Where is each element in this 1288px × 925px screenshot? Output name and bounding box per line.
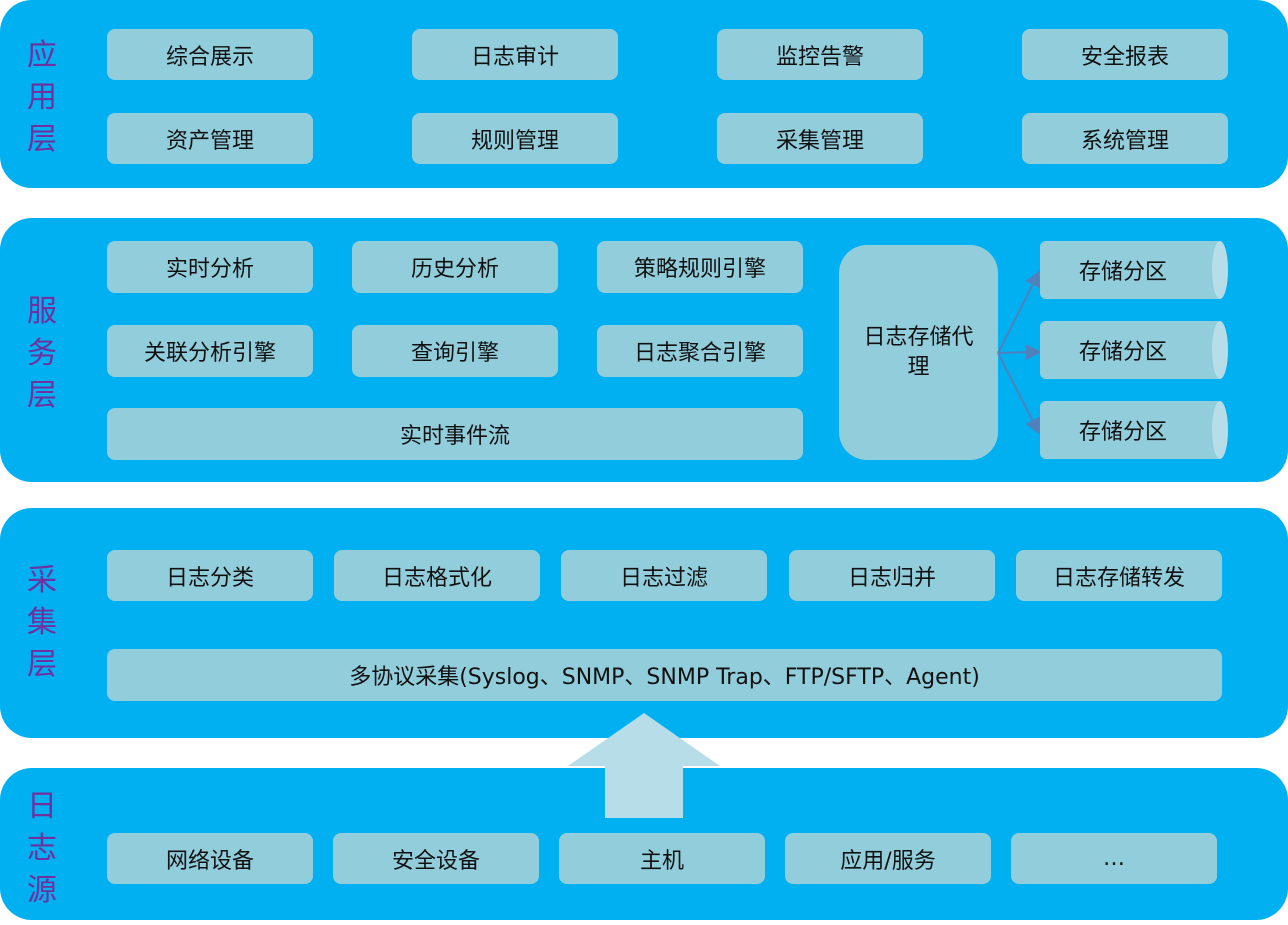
service-item: 历史分析 [352, 241, 558, 293]
service-layer: 服务层 实时分析 历史分析 策略规则引擎 关联分析引擎 查询引擎 日志聚合引擎 … [0, 218, 1288, 482]
app-item: 安全报表 [1022, 29, 1228, 80]
collect-item: 日志存储转发 [1016, 550, 1222, 601]
collect-item: 日志分类 [107, 550, 313, 601]
app-item: 日志审计 [412, 29, 618, 80]
app-item: 监控告警 [717, 29, 923, 80]
source-item: … [1011, 833, 1217, 884]
source-item: 安全设备 [333, 833, 539, 884]
storage-partition: 存储分区 [1040, 241, 1228, 299]
storage-partition: 存储分区 [1040, 321, 1228, 379]
storage-partition: 存储分区 [1040, 401, 1228, 459]
service-item: 关联分析引擎 [107, 325, 313, 377]
application-layer: 应用层 综合展示 日志审计 监控告警 安全报表 资产管理 规则管理 采集管理 系… [0, 0, 1288, 188]
app-item: 采集管理 [717, 113, 923, 164]
layer-label: 应用层 [27, 38, 57, 157]
source-item: 主机 [559, 833, 765, 884]
partition-label: 存储分区 [1078, 340, 1167, 365]
upward-flow-arrow-icon [568, 713, 720, 818]
source-item: 网络设备 [107, 833, 313, 884]
app-item: 资产管理 [107, 113, 313, 164]
layer-label: 日志源 [27, 789, 57, 908]
partition-label: 存储分区 [1078, 260, 1167, 285]
collect-item: 日志归并 [789, 550, 995, 601]
app-item: 系统管理 [1022, 113, 1228, 164]
log-storage-proxy: 日志存储代理 [839, 245, 998, 460]
service-item: 日志聚合引擎 [597, 325, 803, 377]
collect-item: 日志格式化 [334, 550, 540, 601]
layer-label: 采集层 [27, 563, 57, 682]
multi-protocol-collection: 多协议采集(Syslog、SNMP、SNMP Trap、FTP/SFTP、Age… [107, 649, 1222, 701]
collection-layer: 采集层 日志分类 日志格式化 日志过滤 日志归并 日志存储转发 多协议采集(Sy… [0, 508, 1288, 738]
app-item: 综合展示 [107, 29, 313, 80]
partition-label: 存储分区 [1078, 420, 1167, 445]
realtime-event-stream: 实时事件流 [107, 408, 803, 460]
service-item: 策略规则引擎 [597, 241, 803, 293]
app-item: 规则管理 [412, 113, 618, 164]
proxy-connector-arrows [997, 270, 1042, 435]
collect-item: 日志过滤 [561, 550, 767, 601]
service-item: 查询引擎 [352, 325, 558, 377]
service-item: 实时分析 [107, 241, 313, 293]
source-item: 应用/服务 [785, 833, 991, 884]
layer-label: 服务层 [27, 294, 57, 413]
